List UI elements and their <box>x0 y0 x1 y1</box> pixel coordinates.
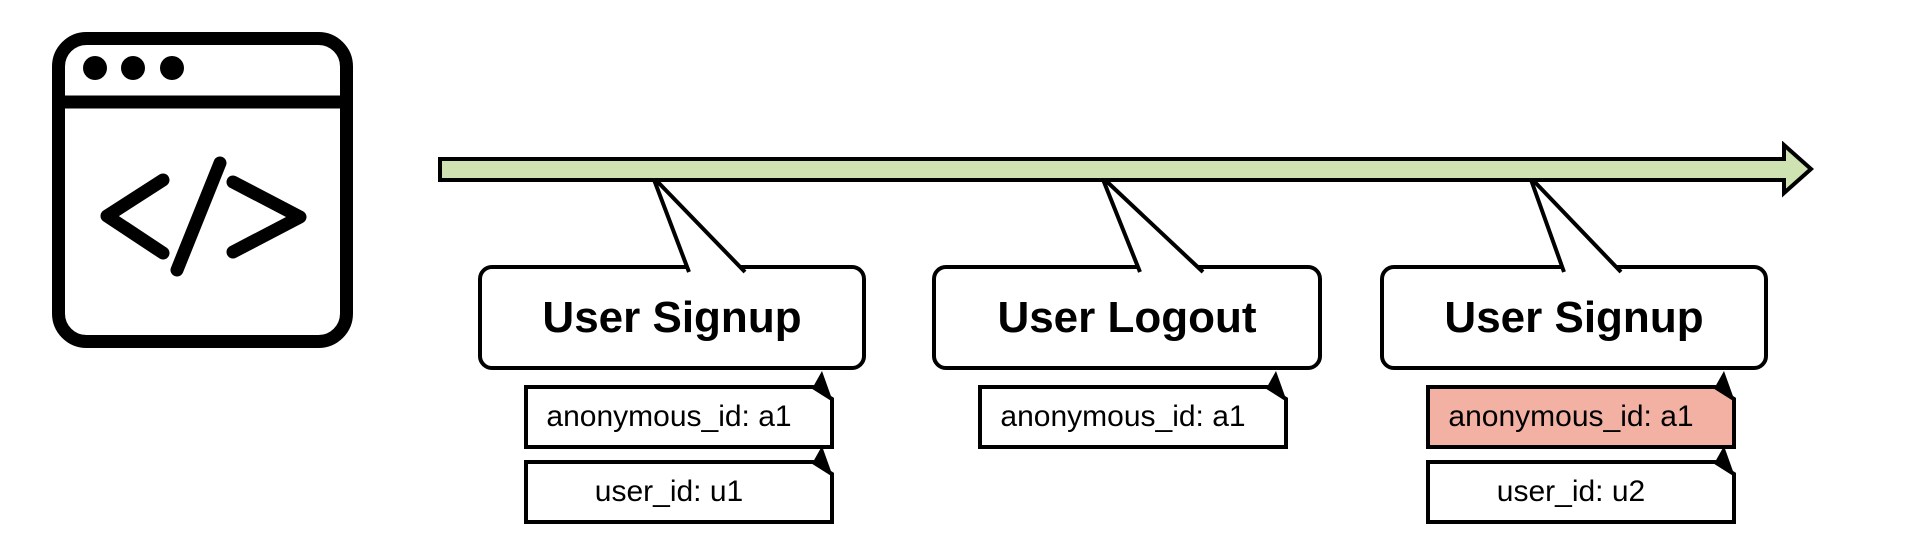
property-note: user_id: u2 <box>1426 440 1738 526</box>
folded-corner-icon <box>1267 371 1286 399</box>
event-title: User Signup <box>542 292 802 342</box>
property-note: user_id: u1 <box>524 440 836 526</box>
event-title: User Signup <box>1444 292 1704 342</box>
note-shape <box>978 371 1288 449</box>
folded-corner-icon <box>1715 446 1734 474</box>
property-note: anonymous_id: a1 <box>524 365 836 451</box>
event-title: User Logout <box>997 292 1257 342</box>
timeline-arrow-shape <box>438 141 1815 198</box>
event-callout-1: User Signup <box>478 265 866 370</box>
timeline-arrow <box>438 141 1815 198</box>
code-tag-icon <box>100 156 307 277</box>
property-note-label: anonymous_id: a1 <box>546 400 792 433</box>
note-shape <box>1426 446 1736 524</box>
event-callout-2: User Logout <box>932 265 1322 370</box>
event-callout-3: User Signup <box>1380 265 1768 370</box>
property-note-label: anonymous_id: a1 <box>1448 400 1694 433</box>
property-note-label: user_id: u1 <box>594 475 744 508</box>
folded-corner-icon <box>813 446 832 474</box>
property-note-label: user_id: u2 <box>1496 475 1646 508</box>
folded-corner-icon <box>813 371 832 399</box>
note-shape <box>524 446 834 524</box>
property-note: anonymous_id: a1 <box>978 365 1290 451</box>
window-dots-icon <box>83 56 184 80</box>
property-note-highlighted: anonymous_id: a1 <box>1426 365 1738 451</box>
note-shape <box>524 371 834 449</box>
folded-corner-icon <box>1715 371 1734 399</box>
property-note-label: anonymous_id: a1 <box>1000 400 1246 433</box>
browser-window-icon <box>52 32 353 348</box>
note-shape <box>1426 371 1736 449</box>
